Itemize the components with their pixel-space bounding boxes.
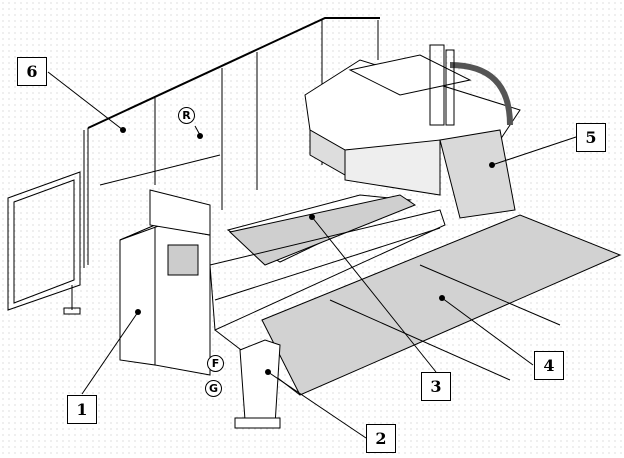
callout-2: 2 (366, 424, 396, 453)
arrowheads (120, 127, 495, 375)
safety-fence (7, 17, 380, 315)
callout-3: 3 (421, 372, 451, 401)
callout-1: 1 (67, 395, 97, 424)
push-button-pedestal (234, 339, 281, 429)
gantry (304, 44, 521, 219)
marker-f: F (207, 355, 224, 372)
callout-6: 6 (17, 57, 47, 86)
control-cabinet (119, 189, 211, 376)
callout-arrows (47, 71, 577, 439)
marker-r: R (178, 107, 195, 124)
callout-4: 4 (534, 351, 564, 380)
callout-5: 5 (576, 123, 606, 152)
marker-g: G (205, 380, 222, 397)
safety-mats (261, 214, 622, 396)
